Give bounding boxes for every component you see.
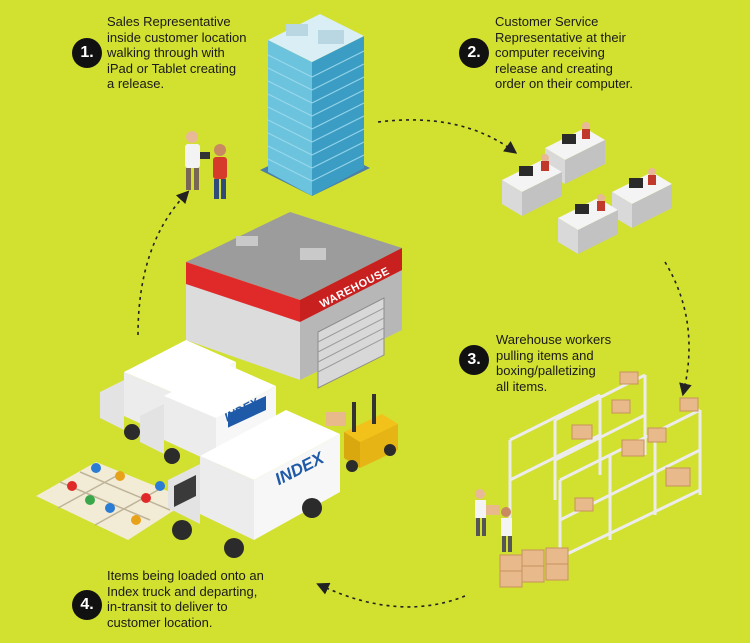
flow-arrow-3-to-4 — [316, 582, 466, 608]
flow-arrow-4-to-1 — [137, 190, 190, 336]
step-1-badge: 1. — [72, 38, 102, 68]
step-3-text: Warehouse workers pulling items and boxi… — [496, 332, 612, 394]
step-1-text: Sales Representative inside customer loc… — [107, 14, 247, 91]
step-2-caption: Customer Service Representative at their… — [495, 14, 695, 92]
step-2-text: Customer Service Representative at their… — [495, 14, 634, 91]
forklift-icon — [326, 394, 398, 472]
warehouse-building-icon — [186, 212, 402, 389]
step-4-badge: 4. — [72, 590, 102, 620]
flow-arrow-1-to-2 — [377, 119, 518, 154]
step-3-badge: 3. — [459, 345, 489, 375]
tower-window-lines — [267, 50, 365, 182]
warehouse-worker-icon — [475, 489, 512, 552]
step-4-caption: Items being loaded onto an Index truck a… — [107, 568, 307, 630]
delivery-truck-front — [168, 410, 340, 558]
step-2-badge: 2. — [459, 38, 489, 68]
people-with-tablet-icon — [185, 131, 227, 199]
step-3-caption: Warehouse workers pulling items and boxi… — [496, 332, 656, 394]
step-4-text: Items being loaded onto an Index truck a… — [107, 568, 264, 630]
cardboard-boxes — [499, 371, 699, 588]
computer-workstations-icon — [502, 122, 672, 254]
flow-arrow-2-to-3 — [664, 261, 692, 397]
step-1-caption: Sales Representative inside customer loc… — [107, 14, 277, 92]
map-with-pins-icon — [36, 462, 190, 540]
